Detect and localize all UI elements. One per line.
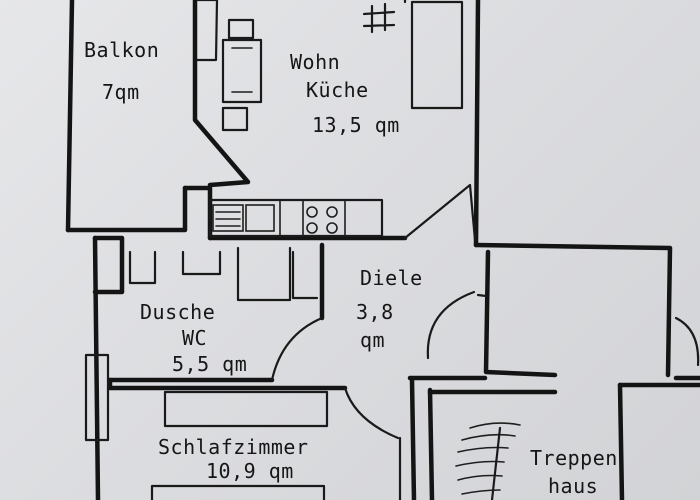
stair-right-wall [617, 382, 625, 500]
bed [150, 484, 326, 500]
diele-door [426, 290, 476, 360]
label-dusche-area: 5,5 qm [172, 352, 248, 376]
staircase [455, 422, 521, 500]
dining-set [221, 18, 263, 132]
left-outer-wall [92, 235, 101, 500]
sleep-top-wall [107, 377, 348, 391]
hall-divider [483, 249, 558, 378]
kitchen-left-wall [182, 185, 213, 241]
bath-left-wall [92, 235, 125, 295]
label-kueche: Küche [306, 78, 369, 102]
stair-left-wall [409, 377, 417, 500]
hall-door [674, 316, 700, 367]
wardrobe [163, 390, 329, 428]
pillar [84, 353, 110, 442]
bath-door [270, 316, 324, 382]
label-balkon-area: 7qm [102, 80, 140, 104]
walls [65, 0, 700, 500]
label-wc: WC [182, 326, 208, 350]
label-wohn: Wohn [290, 50, 341, 74]
kitchen-counter [208, 198, 384, 238]
label-balkon: Balkon [84, 38, 160, 62]
bath-fixtures [128, 246, 319, 302]
label-diele-area: 3,8 [356, 300, 394, 324]
stair-inner-wall [427, 387, 435, 500]
diele-diagonal [403, 183, 477, 242]
couch [410, 0, 464, 110]
balkon-door [195, 0, 219, 62]
label-wohnkueche-area: 13,5 qm [312, 113, 400, 137]
stair-top-wall [473, 242, 673, 378]
right-outer-wall [473, 0, 481, 248]
label-diele: Diele [360, 266, 423, 290]
label-treppen: Treppen [530, 446, 618, 470]
balkon-bottom-wall [65, 185, 188, 233]
label-dusche: Dusche [140, 300, 216, 324]
label-schlafzimmer-area: 10,9 qm [206, 459, 294, 483]
balkon-kitchen-partition [192, 0, 251, 188]
bedroom-door [343, 386, 400, 440]
shelf [362, 2, 396, 34]
balkon-left-wall [65, 0, 75, 233]
label-haus: haus [548, 474, 599, 498]
label-diele-unit: qm [360, 328, 386, 352]
label-schlafzimmer: Schlafzimmer [158, 435, 309, 459]
